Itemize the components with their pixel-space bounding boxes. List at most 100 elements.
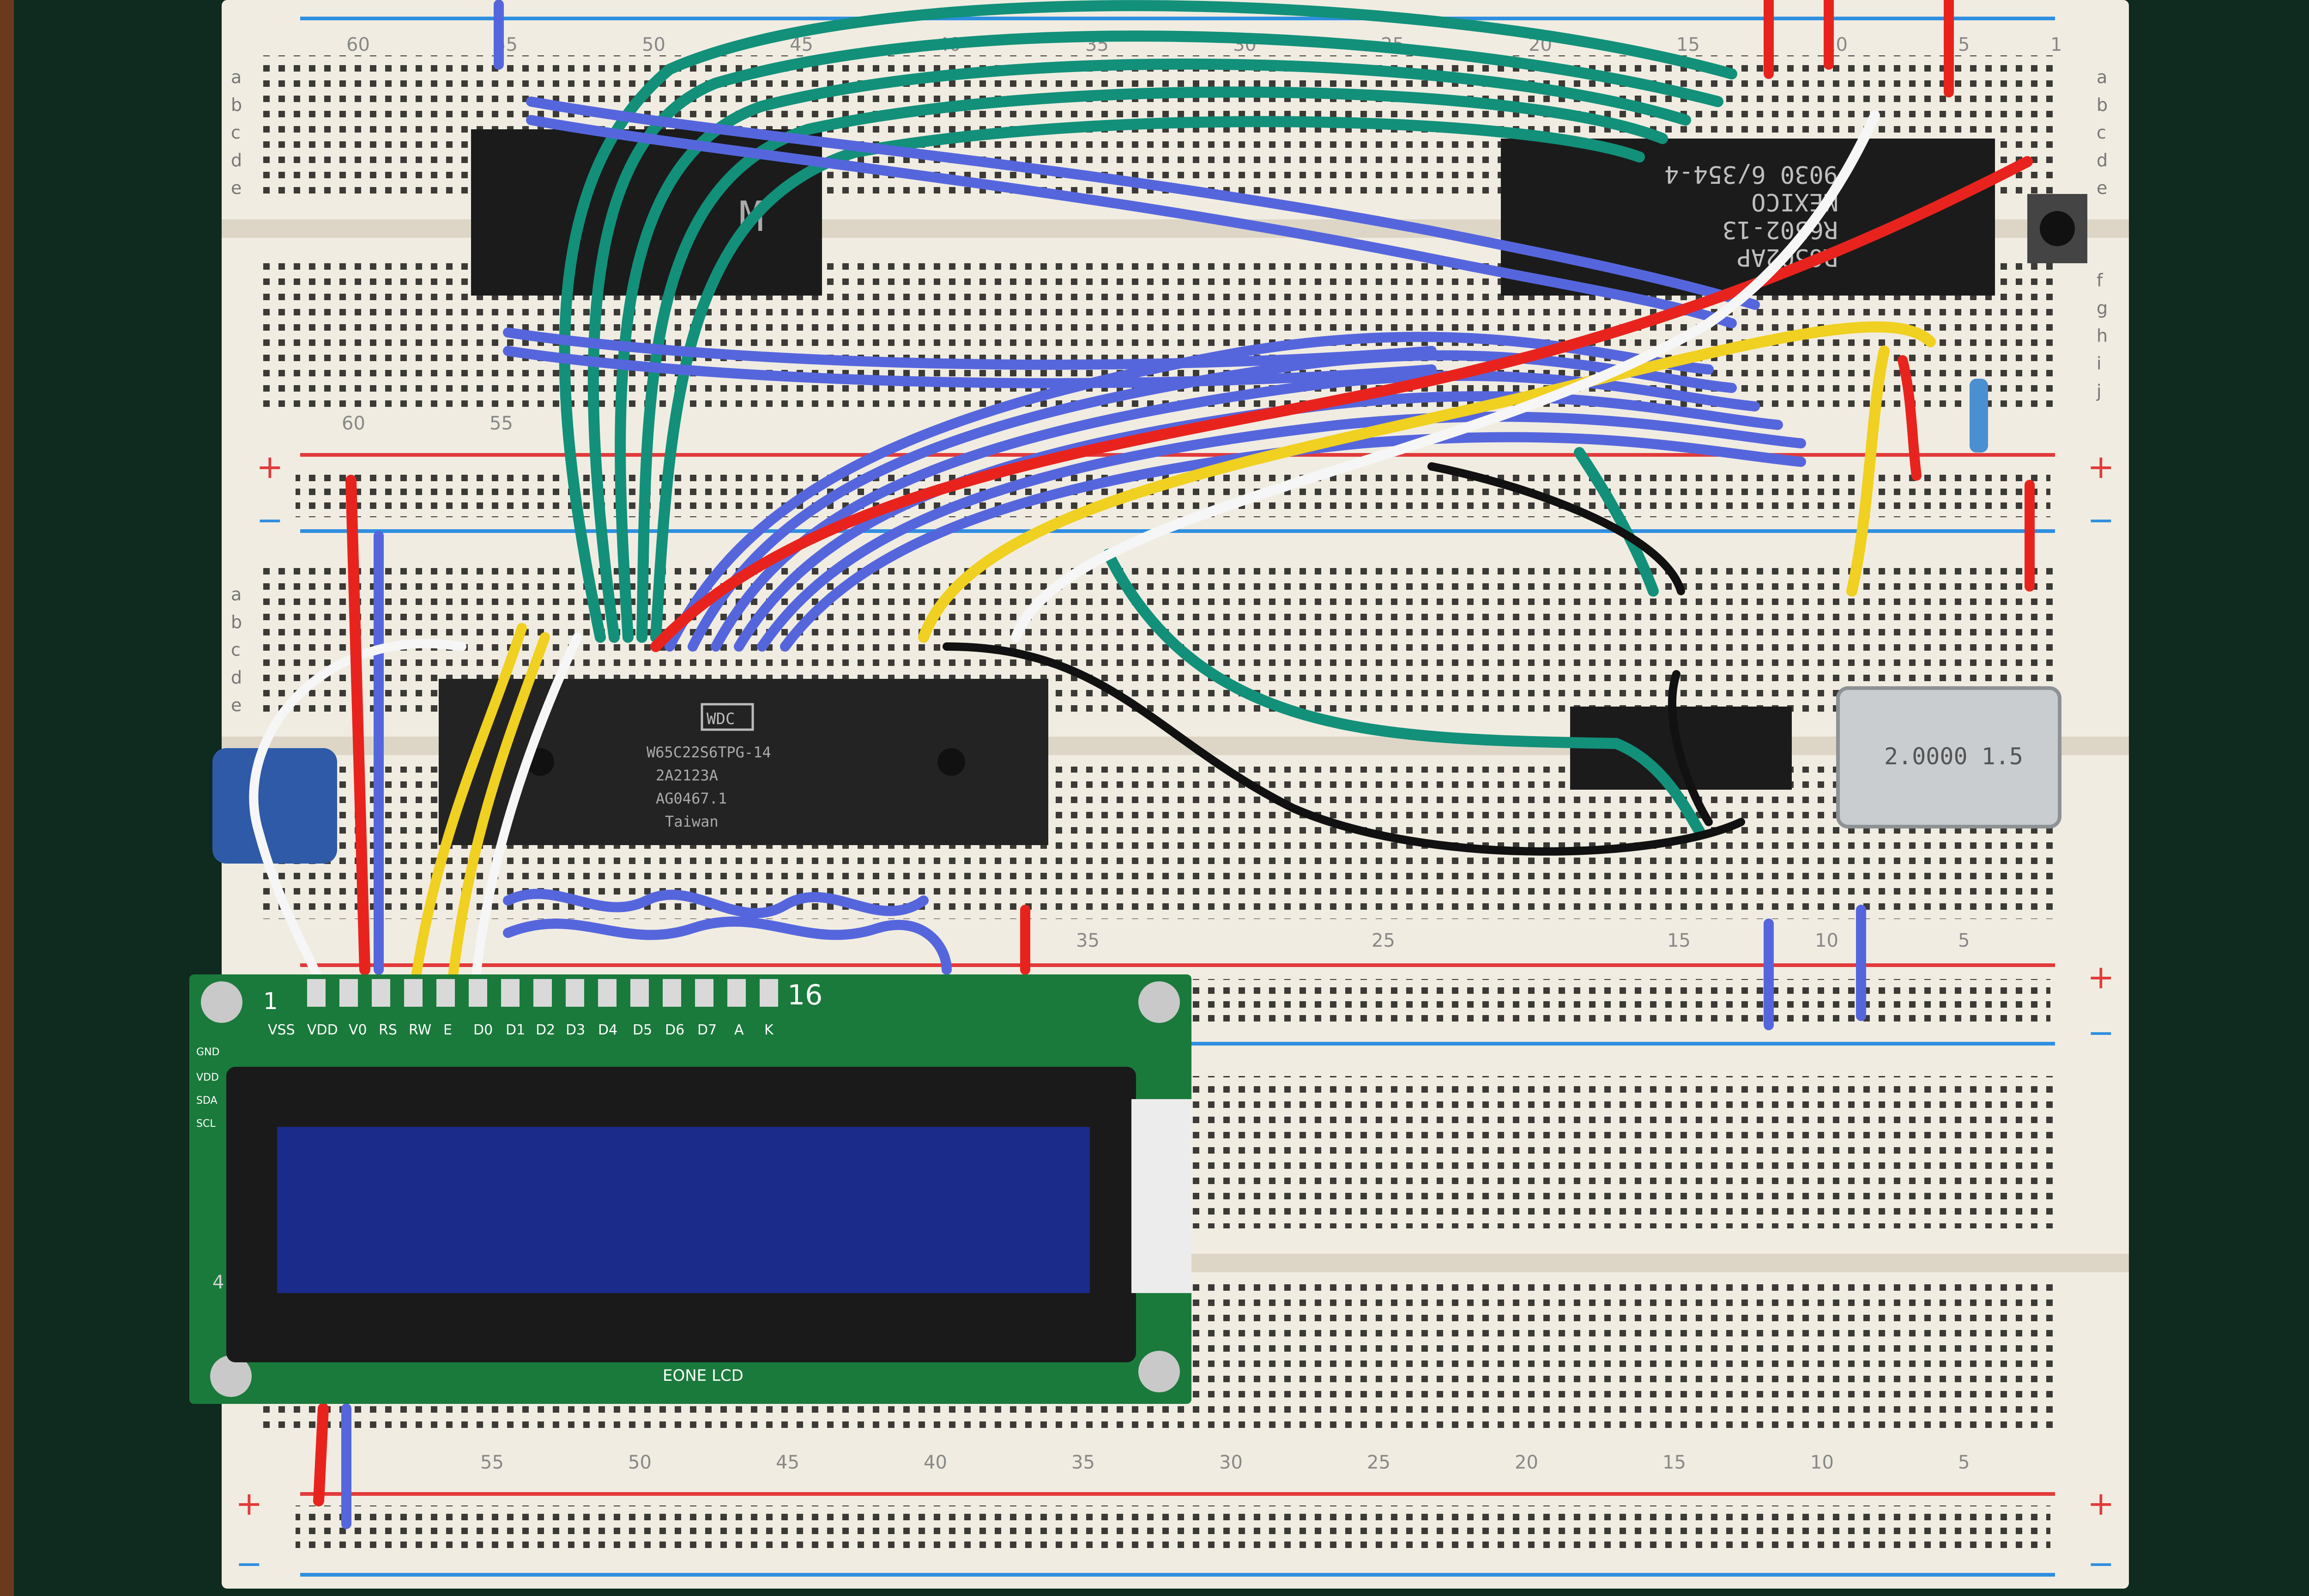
- blue-wire-lcd-loop: [503, 916, 952, 975]
- lcd-header-pins: [307, 979, 778, 1007]
- col-num: 1: [2050, 34, 2062, 55]
- blue-wire-lower: [503, 346, 1437, 388]
- rail-minus-right-2: −: [2087, 1014, 2115, 1052]
- white-wire-lcd-2: [471, 633, 582, 984]
- header-pin: [436, 979, 455, 1007]
- mount-hole: [201, 981, 242, 1023]
- rail-minus-left-3: −: [236, 1545, 263, 1583]
- col-num: 20: [1515, 1452, 1538, 1473]
- col-num: 45: [776, 1452, 799, 1473]
- rail-holes-3: [296, 1505, 2050, 1552]
- row-letter: c: [231, 640, 241, 660]
- black-wire-upper: [1427, 462, 1685, 595]
- header-pin: [695, 979, 713, 1007]
- col-num: 50: [642, 34, 665, 55]
- i2c-label: VDD: [196, 1072, 219, 1083]
- col-num: 10: [1815, 930, 1838, 951]
- col-num: 55: [480, 1452, 504, 1473]
- yellow-jumper: [1846, 345, 1890, 597]
- black-wire-loop: [1668, 670, 1713, 826]
- row-letter: e: [2097, 178, 2107, 198]
- header-pin: [566, 979, 584, 1007]
- row-letter: e: [231, 695, 242, 715]
- lcd-pin-label: D2: [536, 1022, 555, 1038]
- red-jumper-mid: [1898, 355, 1922, 481]
- col-num: 60: [346, 34, 370, 55]
- via-chip: WDC W65C22S6TPG-14 2A2123A AG0467.1 Taiw…: [439, 679, 1048, 845]
- col-num: 35: [1071, 1452, 1095, 1473]
- col-num: 5: [1958, 930, 1970, 951]
- col-num: 30: [1219, 1452, 1243, 1473]
- row-letter: i: [2097, 353, 2102, 374]
- green-wire: [636, 86, 1668, 643]
- header-pin: [501, 979, 520, 1007]
- resistor: [1970, 379, 1988, 453]
- oscillator-label: 2.0000 1.5: [1884, 743, 2023, 770]
- blue-wire: [757, 411, 1806, 652]
- row-letter: e: [231, 178, 242, 198]
- green-wire-long: [1103, 549, 1705, 837]
- red-power-wire-bottom: [313, 1403, 329, 1506]
- row-letters-right: a b c d e f g h i j: [2096, 67, 2108, 401]
- white-wire-lcd: [249, 639, 466, 984]
- yellow-wire-lcd: [411, 623, 527, 984]
- lcd-pin-label: D5: [633, 1022, 652, 1038]
- lcd-pin-label: D1: [506, 1022, 525, 1038]
- i2c-label: SCL: [196, 1118, 216, 1130]
- blue-wire-upper: [526, 115, 1737, 328]
- lcd-pin-last: 16: [787, 979, 822, 1011]
- col-num: 5: [1958, 1452, 1970, 1473]
- header-pin: [339, 979, 358, 1007]
- lcd-pin-label: K: [764, 1022, 774, 1038]
- lcd-pin-label: RW: [409, 1022, 431, 1038]
- blue-wire-lower: [503, 327, 1437, 370]
- row-letter: j: [2096, 381, 2102, 401]
- header-pin: [469, 979, 487, 1007]
- col-num: 35: [1076, 930, 1100, 951]
- lcd-i2c-labels: GND VDD SDA SCL: [196, 1046, 219, 1130]
- row-letter: h: [2097, 326, 2108, 346]
- green-wire: [559, 0, 1737, 643]
- row-letter: a: [231, 584, 242, 605]
- lcd-module: 1 16 VSS VDD V0 RS RW E D0 D1 D2 D3 D4 D…: [189, 974, 1191, 1404]
- via-chip-line2: 2A2123A: [656, 767, 718, 784]
- red-wire-long: [650, 156, 2033, 652]
- col-num: 50: [628, 1452, 652, 1473]
- lcd-pin-label: D4: [598, 1022, 617, 1038]
- lcd-backlight-strip: [1131, 1099, 1191, 1293]
- via-chip-brand: WDC: [707, 710, 735, 728]
- header-pin: [307, 979, 326, 1007]
- row-letter: f: [2097, 270, 2103, 290]
- lcd-pin-label: D3: [566, 1022, 585, 1038]
- row-letter: b: [2097, 95, 2108, 115]
- green-wire: [615, 58, 1691, 643]
- col-num: 55: [490, 413, 513, 434]
- lcd-pin-labels: VSS VDD V0 RS RW E D0 D1 D2 D3 D4 D5 D6 …: [268, 1022, 774, 1038]
- lcd-pin-label: VDD: [307, 1022, 338, 1038]
- header-pin: [404, 979, 423, 1007]
- col-num: 60: [342, 413, 365, 434]
- col-num: 25: [1372, 930, 1395, 951]
- i2c-label: GND: [196, 1046, 219, 1058]
- via-chip-markings: W65C22S6TPG-14 2A2123A AG0467.1 Taiwan: [647, 744, 771, 830]
- crystal-oscillator: 2.0000 1.5: [1836, 686, 2061, 828]
- rail-minus-right-1: −: [2087, 501, 2115, 539]
- mount-hole: [1138, 1351, 1180, 1392]
- rail-plus-left-3: +: [236, 1485, 263, 1523]
- lcd-pin-label: V0: [349, 1022, 367, 1038]
- column-numbers-bottom: 55 50 45 40 35 30 25 20 15 10 5: [480, 1452, 1970, 1473]
- column-numbers-mid: 60 55 35 25 15 10 5: [342, 413, 1970, 951]
- row-letter: c: [2097, 122, 2106, 143]
- oscillator-can: [1836, 686, 2061, 828]
- lcd-pin-label: VSS: [268, 1022, 295, 1038]
- mount-hole: [1138, 981, 1180, 1023]
- blue-wire-upper: [526, 97, 1760, 310]
- lcd-screen: [277, 1127, 1090, 1293]
- col-num: 25: [1367, 1452, 1390, 1473]
- cpu-chip-line4: 9030 6/354-4: [1664, 160, 1838, 188]
- wires: [249, 0, 2035, 1529]
- header-pin: [598, 979, 617, 1007]
- lcd-pin-label: D7: [697, 1022, 717, 1038]
- via-chip-line1: W65C22S6TPG-14: [647, 744, 771, 761]
